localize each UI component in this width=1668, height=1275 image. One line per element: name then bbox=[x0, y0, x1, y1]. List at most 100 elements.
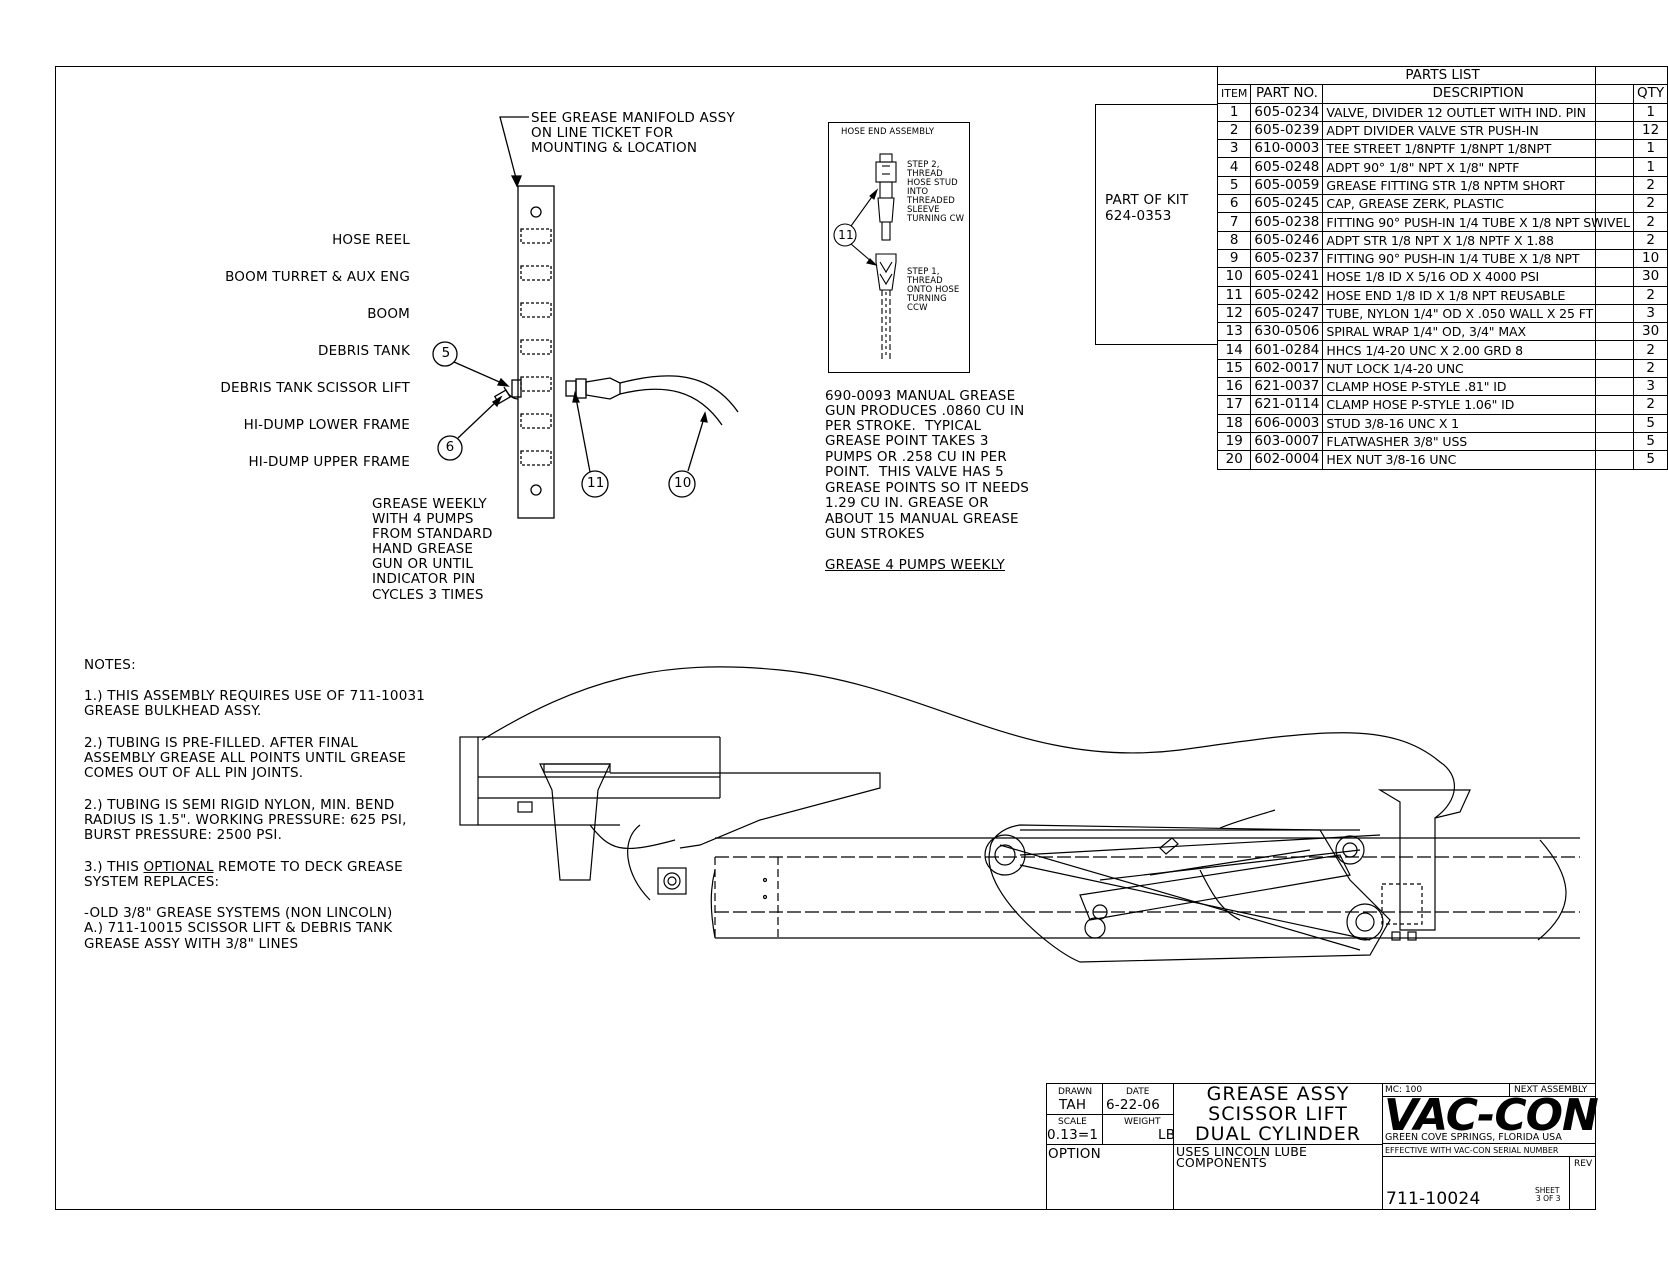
note-5-line-3: GREASE ASSY WITH 3/8" LINES bbox=[84, 936, 299, 952]
quantity: 3 bbox=[1633, 303, 1668, 324]
hose-end-balloon-11: 11 bbox=[838, 228, 854, 242]
item-number: 1 bbox=[1216, 102, 1252, 122]
part-description: FITTING 90° PUSH-IN 1/4 TUBE X 1/8 NPT S… bbox=[1322, 212, 1635, 232]
col-description: DESCRIPTION bbox=[1322, 84, 1635, 104]
hose-step2-1: STEP 2, bbox=[907, 160, 940, 170]
hose-step2-7: TURNING CW bbox=[907, 214, 965, 224]
note-2-line-3: COMES OUT OF ALL PIN JOINTS. bbox=[84, 765, 304, 781]
part-number: 605-0247 bbox=[1250, 303, 1324, 324]
item-number: 10 bbox=[1216, 267, 1252, 287]
sheet-value: 3 OF 3 bbox=[1536, 1194, 1561, 1203]
part-number: 605-0241 bbox=[1250, 267, 1324, 287]
quantity: 2 bbox=[1633, 395, 1668, 415]
grease-weekly-1: GREASE WEEKLY bbox=[372, 496, 487, 512]
part-description: ADPT DIVIDER VALVE STR PUSH-IN bbox=[1322, 120, 1635, 141]
hose-end-drawing bbox=[833, 153, 897, 360]
item-number: 8 bbox=[1216, 230, 1252, 250]
label-hi-dump-lower: HI-DUMP LOWER FRAME bbox=[243, 417, 410, 433]
kit-number: 624-0353 bbox=[1105, 208, 1172, 224]
quantity: 30 bbox=[1633, 267, 1668, 287]
drawn-label: DRAWN bbox=[1058, 1087, 1093, 1097]
balloon-6: 6 bbox=[445, 439, 455, 455]
mc-number: MC: 100 bbox=[1385, 1085, 1423, 1095]
label-debris-tank: DEBRIS TANK bbox=[318, 343, 410, 359]
hose-step1-4: TURNING bbox=[907, 294, 947, 304]
item-number: 15 bbox=[1216, 358, 1252, 379]
manual-grease-10: GUN STROKES bbox=[825, 526, 925, 542]
manifold-note-line-3: MOUNTING & LOCATION bbox=[531, 140, 698, 156]
grease-weekly-2: WITH 4 PUMPS bbox=[372, 511, 474, 527]
quantity: 30 bbox=[1633, 322, 1668, 342]
quantity: 10 bbox=[1633, 248, 1668, 269]
item-number: 5 bbox=[1216, 175, 1252, 196]
sheet-label: SHEET bbox=[1535, 1186, 1560, 1195]
hose-step1-3: ONTO HOSE bbox=[907, 285, 960, 295]
scale-label: SCALE bbox=[1058, 1117, 1087, 1127]
scale-value: 0.13=1 bbox=[1047, 1127, 1099, 1143]
weight-unit: LB bbox=[1158, 1127, 1176, 1143]
title-line-1: GREASE ASSY bbox=[1206, 1083, 1350, 1105]
item-number: 16 bbox=[1216, 377, 1252, 397]
part-number: 605-0238 bbox=[1250, 212, 1324, 232]
part-description: HOSE 1/8 ID X 5/16 OD X 4000 PSI bbox=[1322, 267, 1635, 287]
kit-bracket bbox=[1095, 104, 1218, 345]
balloon-5: 5 bbox=[441, 345, 451, 361]
item-number: 9 bbox=[1216, 248, 1252, 269]
drawn-by: TAH bbox=[1059, 1097, 1087, 1113]
item-number: 17 bbox=[1216, 395, 1252, 415]
note-4-line-2: SYSTEM REPLACES: bbox=[84, 874, 220, 890]
part-description: SPIRAL WRAP 1/4" OD, 3/4" MAX bbox=[1322, 322, 1635, 342]
parts-list-table: PARTS LIST ITEM PART NO. DESCRIPTION QTY… bbox=[1216, 65, 1668, 470]
label-hi-dump-upper: HI-DUMP UPPER FRAME bbox=[248, 454, 410, 470]
grease-weekly-4: HAND GREASE bbox=[372, 541, 474, 557]
part-description: STUD 3/8-16 UNC X 1 bbox=[1322, 413, 1635, 433]
item-number: 20 bbox=[1216, 450, 1252, 470]
option-label: OPTION bbox=[1048, 1146, 1101, 1162]
item-number: 2 bbox=[1216, 120, 1252, 141]
quantity: 12 bbox=[1633, 120, 1668, 141]
quantity: 2 bbox=[1633, 194, 1668, 214]
part-description: ADPT STR 1/8 NPT X 1/8 NPTF X 1.88 bbox=[1322, 230, 1635, 250]
part-number: 603-0007 bbox=[1250, 431, 1324, 452]
part-description: CLAMP HOSE P-STYLE 1.06" ID bbox=[1322, 395, 1635, 415]
quantity: 1 bbox=[1633, 139, 1668, 159]
note-1-line-2: GREASE BULKHEAD ASSY. bbox=[84, 703, 262, 719]
part-number: 630-0506 bbox=[1250, 322, 1324, 342]
manual-grease-4: GREASE POINT TAKES 3 bbox=[825, 433, 989, 449]
note-3-line-1: 2.) TUBING IS SEMI RIGID NYLON, MIN. BEN… bbox=[84, 797, 395, 813]
item-number: 14 bbox=[1216, 340, 1252, 360]
item-number: 19 bbox=[1216, 431, 1252, 452]
part-description: VALVE, DIVIDER 12 OUTLET WITH IND. PIN bbox=[1322, 102, 1635, 122]
part-number: 602-0004 bbox=[1250, 450, 1324, 470]
part-description: TEE STREET 1/8NPTF 1/8NPT 1/8NPT bbox=[1322, 139, 1635, 159]
part-number: 605-0248 bbox=[1250, 157, 1324, 177]
part-number: 601-0284 bbox=[1250, 340, 1324, 360]
part-description: HHCS 1/4-20 UNC X 2.00 GRD 8 bbox=[1322, 340, 1635, 360]
part-number: 621-0114 bbox=[1250, 395, 1324, 415]
weight-label: WEIGHT bbox=[1124, 1117, 1161, 1127]
quantity: 2 bbox=[1633, 340, 1668, 360]
part-description: HOSE END 1/8 ID X 1/8 NPT REUSABLE bbox=[1322, 285, 1635, 305]
effective-serial: EFFECTIVE WITH VAC-CON SERIAL NUMBER bbox=[1385, 1146, 1559, 1155]
part-number: 621-0037 bbox=[1250, 377, 1324, 397]
note-2-line-2: ASSEMBLY GREASE ALL POINTS UNTIL GREASE bbox=[84, 750, 407, 766]
hose-step2-3: HOSE STUD bbox=[907, 178, 958, 188]
manifold-note-line-2: ON LINE TICKET FOR bbox=[531, 125, 674, 141]
part-number: 605-0245 bbox=[1250, 194, 1324, 214]
item-number: 3 bbox=[1216, 139, 1252, 159]
note-5-line-1: -OLD 3/8" GREASE SYSTEMS (NON LINCOLN) bbox=[84, 905, 393, 921]
quantity: 2 bbox=[1633, 230, 1668, 250]
part-description: CLAMP HOSE P-STYLE .81" ID bbox=[1322, 377, 1635, 397]
part-number: 605-0239 bbox=[1250, 120, 1324, 141]
